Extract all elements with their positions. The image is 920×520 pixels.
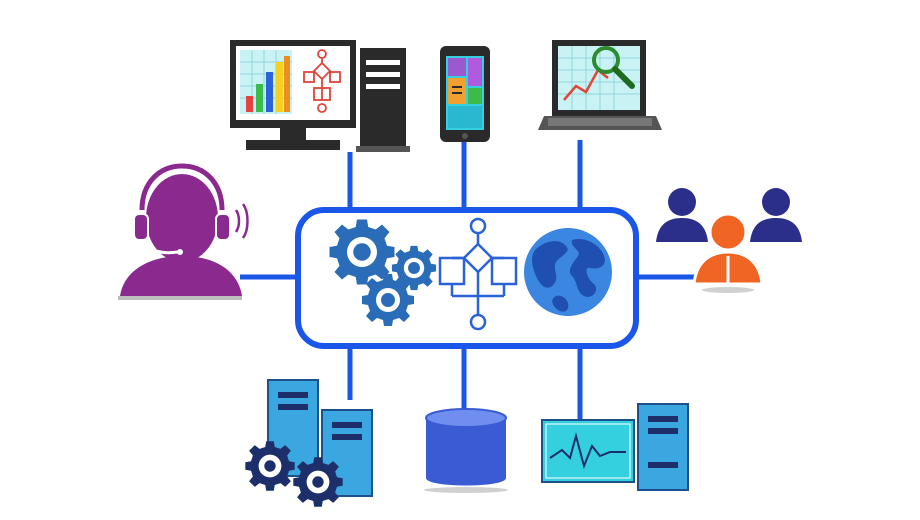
monitoring-server-icon	[541, 403, 689, 491]
headset-agent-icon	[118, 163, 249, 300]
database-icon	[424, 408, 508, 493]
user-group-icon	[656, 188, 802, 293]
flowchart-icon	[438, 217, 518, 331]
globe-icon	[524, 228, 612, 316]
smartphone-icon	[440, 46, 490, 142]
laptop-analytics-icon	[538, 40, 662, 130]
central-hub	[295, 207, 639, 349]
connector-lines	[240, 140, 700, 420]
server-tower-icon	[356, 48, 410, 152]
desktop-computer-icon	[230, 40, 356, 150]
gears-icon	[329, 219, 437, 326]
server-gears-icon	[245, 379, 373, 507]
